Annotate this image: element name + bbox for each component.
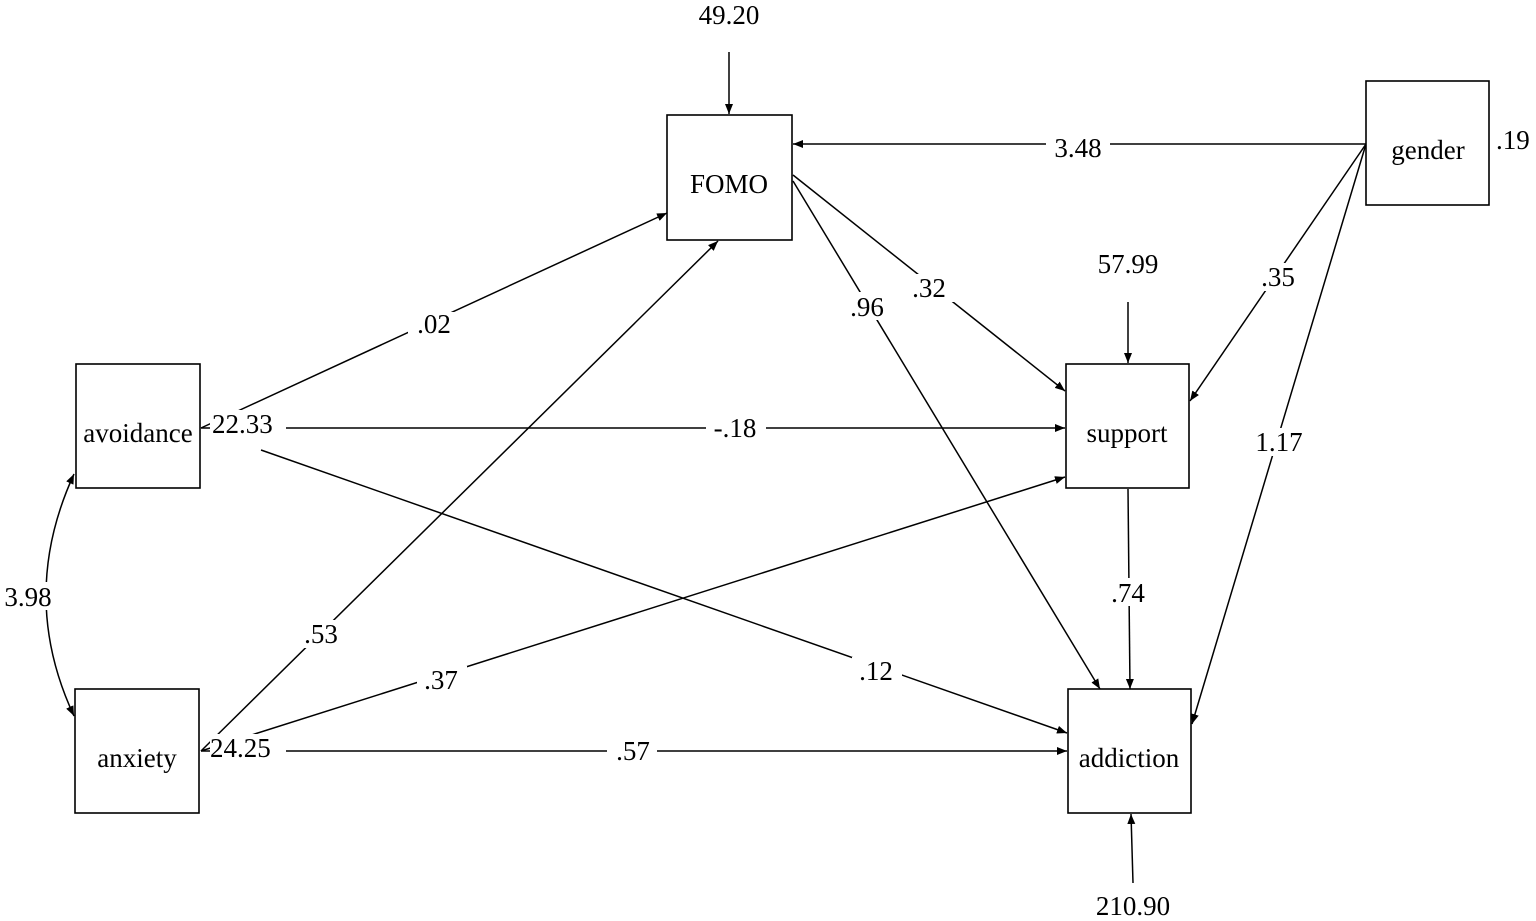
variable-boxes: FOMO gender avoidance support anxiety ad… [74,80,1490,814]
arrow-anxiety-fomo [200,240,719,752]
node-gender: gender [1365,80,1490,206]
coef-avoidance-fomo: .02 [417,309,451,339]
variance-label-avoidance: 22.33 [212,409,273,439]
coef-gender-support: .35 [1261,262,1295,292]
label-bg [408,312,458,340]
label-bg [1254,263,1304,291]
coef-gender-addiction: 1.17 [1255,427,1302,457]
coef-anxiety-fomo: .53 [304,619,338,649]
node-support: support [1065,363,1190,489]
coef-anxiety-addiction: .57 [616,736,650,766]
coef-gender-fomo: 3.48 [1054,133,1101,163]
variance-label-support: 57.99 [1098,249,1159,279]
variance-label-anxiety: 24.25 [210,733,271,763]
node-addiction: addiction [1067,688,1192,814]
variance-label-fomo: 49.20 [699,0,760,30]
label-bg [210,410,286,440]
label-bg [1046,131,1110,159]
coef-avoidance-support: -.18 [714,413,757,443]
variance-label-addiction: 210.90 [1096,891,1170,921]
node-label-gender: gender [1391,135,1464,165]
label-bg [0,582,56,610]
label-bg [607,737,657,765]
arrow-anxiety-support [200,476,1066,752]
coef-support-addiction: .74 [1111,578,1145,608]
coef-fomo-support: .32 [912,273,946,303]
node-label-support: support [1087,418,1168,448]
node-label-anxiety: anxiety [97,743,177,773]
covariance-label: 3.98 [4,582,51,612]
variance-labels: 49.20 57.99 210.90 .19 22.33 24.25 [210,0,1530,921]
node-anxiety: anxiety [74,688,200,814]
label-bg [210,734,286,764]
label-bg [905,274,955,302]
node-label-addiction: addiction [1079,743,1180,773]
arrow-avoidance-addiction [260,449,1068,734]
label-bg [706,414,766,442]
variance-arrow-addiction [1127,813,1136,884]
variance-label-gender: .19 [1496,125,1530,155]
node-fomo: FOMO [666,114,793,241]
label-bg [1103,578,1153,606]
label-bg [296,620,346,648]
label-bg [852,657,902,685]
coef-anxiety-support: .37 [424,665,458,695]
node-label-fomo: FOMO [690,169,768,199]
path-coefficient-labels: 3.48 .02 .53 .96 .32 .35 1.17 -.18 .12 .… [0,131,1310,766]
label-bg [417,666,467,694]
node-label-avoidance: avoidance [83,418,192,448]
coef-avoidance-addiction: .12 [859,656,893,686]
node-avoidance: avoidance [75,363,201,489]
arrow-fomo-addiction [792,180,1101,690]
coef-fomo-addiction: .96 [850,292,884,322]
label-bg [1250,428,1310,456]
label-bg [843,292,893,320]
